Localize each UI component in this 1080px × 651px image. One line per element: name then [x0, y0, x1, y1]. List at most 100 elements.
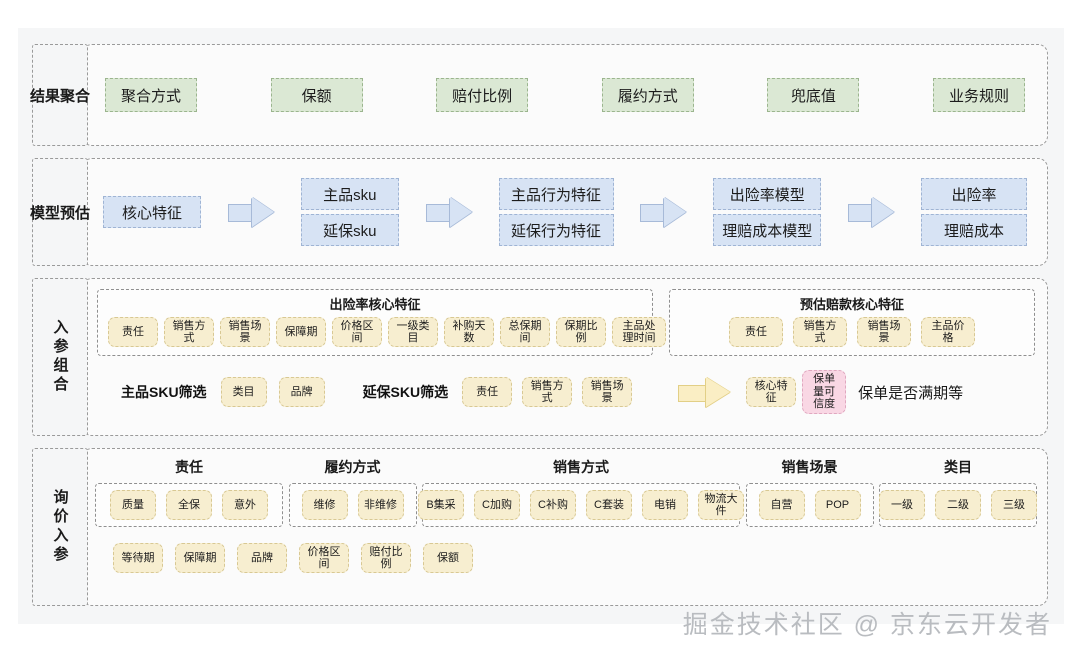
result-chip-row: 聚合方式 保额 赔付比例 履约方式 兜底值 业务规则 — [83, 45, 1047, 145]
model-box: 主品行为特征 — [498, 178, 614, 210]
group-title-claim: 预估赔款核心特征 — [799, 297, 904, 312]
quote-group-4: 类目一级二级三级 — [879, 457, 1037, 528]
risk-feature-chip: 责任 — [108, 317, 158, 348]
model-box: 主品sku — [300, 178, 399, 210]
quote-group-title: 销售场景 — [781, 459, 838, 476]
quote-chip: 质量 — [110, 490, 156, 521]
group-claim-core-features: 预估赔款核心特征 责任销售方式销售场景主品价格 — [669, 289, 1035, 357]
group-risk-chip-row: 责任销售方式销售场景保障期价格区间一级类目补购天数总保期间保期比例主品处理时间 — [108, 317, 666, 348]
model-box: 出险率模型 — [713, 178, 822, 210]
quote-chip: B集采 — [418, 490, 464, 521]
model-stage-core-feature: 核心特征 — [103, 196, 201, 228]
band-label-result: 结果聚合 — [30, 44, 91, 146]
risk-feature-chip: 销售场景 — [220, 317, 270, 348]
band-label-quote: 询价入参 — [32, 448, 88, 606]
quote-chip-row: 质量全保意外 — [104, 490, 274, 521]
quote-chip: 自营 — [758, 490, 805, 521]
model-stage-model: 出险率模型理赔成本模型 — [713, 178, 822, 246]
model-box: 理赔成本模型 — [713, 214, 822, 246]
filter-ext-chip-row: 责任销售方式销售场景 — [462, 377, 633, 408]
quote-chip: C加购 — [474, 490, 520, 521]
quote-extra-chip: 保额 — [423, 543, 473, 574]
result-chip: 赔付比例 — [436, 78, 529, 112]
result-chip: 保额 — [270, 78, 363, 112]
combo-result-text: 保单是否满期等 — [858, 384, 964, 402]
combo-inner: 出险率核心特征 责任销售方式销售场景保障期价格区间一级类目补购天数总保期间保期比… — [83, 279, 1047, 435]
quote-group-2: 销售方式 B集采 C加购 C补购 C套装电销物流大件 — [418, 457, 744, 528]
model-stage-behavior: 主品行为特征延保行为特征 — [498, 178, 614, 246]
quote-chip: 维修 — [301, 490, 348, 521]
band-label-model-text: 模型预估 — [30, 204, 91, 222]
band-label-model: 模型预估 — [30, 158, 91, 266]
risk-feature-chip: 补购天数 — [444, 317, 494, 348]
arrow-right-icon-model — [425, 197, 472, 227]
band-result-aggregation: 结果聚合 聚合方式 保额 赔付比例 履约方式 兜底值 业务规则 — [30, 44, 1048, 146]
risk-feature-chip: 主品处理时间 — [612, 317, 666, 348]
risk-feature-chip: 销售方式 — [164, 317, 214, 348]
quote-extra-chip: 保障期 — [175, 543, 225, 574]
quote-chip: 全保 — [166, 490, 212, 521]
quote-chip: 意外 — [222, 490, 268, 521]
claim-feature-chip: 主品价格 — [921, 317, 975, 348]
quote-extra-chip: 品牌 — [237, 543, 287, 574]
filter-ext-chip: 销售场景 — [582, 377, 633, 408]
band-label-result-text: 结果聚合 — [30, 87, 91, 105]
quote-chip-row: 维修非维修 — [298, 490, 408, 521]
result-chip: 业务规则 — [932, 78, 1025, 112]
quote-chip: 电销 — [642, 490, 688, 521]
model-box: 延保行为特征 — [498, 214, 614, 246]
quote-extra-chip: 等待期 — [113, 543, 163, 574]
quote-group-1: 履约方式维修非维修 — [288, 457, 417, 528]
claim-feature-chip: 责任 — [729, 317, 783, 348]
quote-group-0: 责任质量全保意外 — [95, 457, 283, 528]
filter-ext-chip: 销售方式 — [522, 377, 573, 408]
quote-group-title: 责任 — [175, 459, 203, 476]
quote-group-3: 销售场景自营 POP — [745, 457, 874, 528]
quote-group-title: 履约方式 — [324, 459, 381, 476]
filter-ext-chip: 责任 — [462, 377, 513, 408]
quote-chip-row: 一级二级三级 — [879, 490, 1037, 521]
claim-feature-chip: 销售场景 — [857, 317, 911, 348]
quote-chip: C补购 — [530, 490, 576, 521]
result-chip: 履约方式 — [601, 78, 694, 112]
quote-chip: 物流大件 — [698, 490, 744, 521]
filter-main-chip: 品牌 — [278, 377, 325, 408]
risk-feature-chip: 保期比例 — [556, 317, 606, 348]
risk-feature-chip: 一级类目 — [388, 317, 438, 348]
quote-group-box: 维修非维修 — [288, 483, 417, 528]
quote-chip: POP — [814, 490, 861, 521]
quote-extra-chip: 赔付比例 — [361, 543, 411, 574]
arrow-right-icon-model — [640, 197, 686, 227]
quote-extra-chip: 价格区间 — [299, 543, 349, 574]
quote-chip: 非维修 — [357, 490, 404, 521]
risk-feature-chip: 价格区间 — [332, 317, 382, 348]
band-label-quote-text: 询价入参 — [51, 489, 69, 565]
quote-group-title: 销售方式 — [553, 459, 609, 475]
watermark: 掘金技术社区 @ 京东云开发者 — [682, 611, 1052, 639]
model-stage-output: 出险率理赔成本 — [921, 178, 1027, 246]
result-chip: 兜底值 — [767, 78, 860, 112]
quote-chip: C套装 — [586, 490, 632, 521]
arrow-right-icon-combo — [678, 377, 732, 407]
group-title-risk: 出险率核心特征 — [329, 297, 421, 312]
band-body-result: 聚合方式 保额 赔付比例 履约方式 兜底值 业务规则 — [82, 44, 1048, 146]
filter-main-chip: 类目 — [220, 377, 267, 408]
quote-group-box: B集采 C加购 C补购 C套装电销物流大件 — [418, 483, 744, 528]
quote-group-title: 类目 — [944, 459, 972, 476]
filter-ext-sku-label: 延保SKU筛选 — [362, 384, 449, 401]
arrow-right-icon-model — [848, 197, 894, 227]
quote-chip: 一级 — [879, 490, 925, 521]
group-risk-core-features: 出险率核心特征 责任销售方式销售场景保障期价格区间一级类目补购天数总保期间保期比… — [97, 289, 666, 357]
risk-feature-chip: 保障期 — [276, 317, 326, 348]
filter-main-sku-label: 主品SKU筛选 — [121, 384, 207, 401]
arrow-right-icon-model — [227, 197, 274, 227]
result-chip: 聚合方式 — [105, 78, 197, 112]
